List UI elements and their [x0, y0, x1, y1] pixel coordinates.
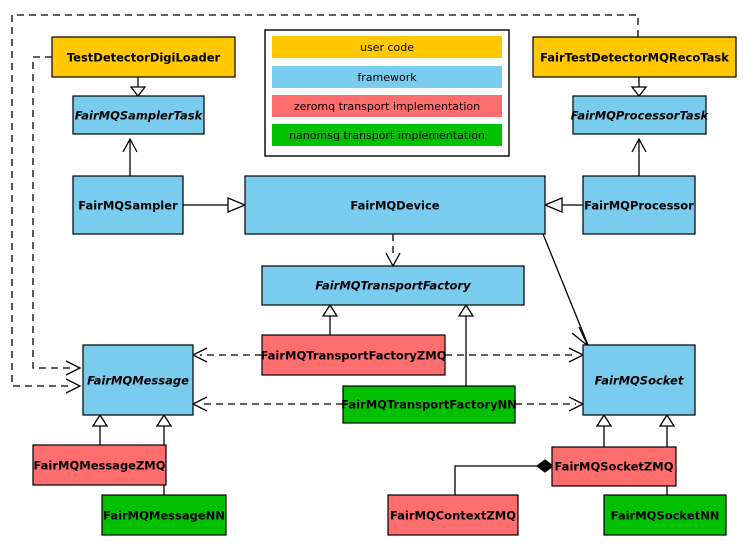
legend-item-user-code: user code	[272, 36, 502, 58]
edge-factorynn-to-socket	[515, 396, 585, 412]
node-label: FairMQMessageZMQ	[33, 459, 165, 473]
node-box	[603, 494, 727, 536]
node-label: FairMQDevice	[350, 199, 439, 213]
node-box	[101, 494, 227, 536]
node-label: FairMQSocketZMQ	[555, 460, 674, 474]
legend-item-zeromq: zeromq transport implementation	[272, 95, 502, 117]
edge-digiloader-to-samplertask	[129, 77, 147, 98]
node-label: FairMQContextZMQ	[390, 509, 516, 523]
node-fair-test-detector-mq-reco-task[interactable]: FairTestDetectorMQRecoTask	[532, 36, 737, 78]
node-fairmq-message[interactable]: FairMQMessage	[82, 344, 194, 416]
edge-processor-to-device	[543, 197, 583, 213]
edge-factoryzmq-to-message	[191, 347, 262, 363]
node-label: FairMQSocketNN	[611, 509, 720, 523]
node-box	[572, 95, 707, 135]
node-fairmq-sampler[interactable]: FairMQSampler	[72, 175, 184, 235]
edge-messagezmq-to-message	[91, 413, 109, 445]
node-fairmq-sampler-task[interactable]: FairMQSamplerTask	[72, 95, 205, 135]
node-fairmq-transport-factory[interactable]: FairMQTransportFactory	[261, 265, 525, 306]
node-fairmq-processor[interactable]: FairMQProcessor	[582, 175, 696, 235]
legend-item-nanomsg: nanomsg transport implementation	[272, 124, 502, 146]
legend: user code framework zeromq transport imp…	[264, 29, 510, 157]
node-label: FairMQProcessorTask	[571, 109, 710, 123]
node-box	[551, 446, 677, 487]
node-box	[582, 175, 696, 235]
node-label: FairTestDetectorMQRecoTask	[540, 51, 729, 65]
node-fairmq-message-nn[interactable]: FairMQMessageNN	[101, 494, 227, 536]
node-fairmq-socket-zmq[interactable]: FairMQSocketZMQ	[551, 446, 677, 487]
node-box	[261, 265, 525, 306]
node-label: FairMQTransportFactoryNN	[341, 398, 517, 412]
edge-processor-to-processortask	[631, 137, 647, 176]
edge-device-to-transportfactory	[385, 234, 401, 268]
edge-recotask-to-message	[11, 14, 639, 394]
node-label: FairMQProcessor	[584, 199, 694, 213]
node-box	[51, 36, 236, 78]
node-label: FairMQMessageNN	[103, 509, 225, 523]
edge-device-to-socket	[542, 233, 589, 347]
edge-socketzmq-to-socket	[595, 413, 613, 447]
node-label: FairMQSocket	[595, 374, 684, 388]
node-fairmq-context-zmq[interactable]: FairMQContextZMQ	[387, 494, 519, 536]
node-fairmq-processor-task[interactable]: FairMQProcessorTask	[571, 95, 710, 135]
node-fairmq-transport-factory-nn[interactable]: FairMQTransportFactoryNN	[341, 385, 517, 424]
node-box	[342, 385, 516, 424]
node-label: FairMQTransportFactory	[315, 279, 471, 293]
legend-label: nanomsg transport implementation	[289, 129, 485, 142]
legend-label: zeromq transport implementation	[294, 100, 480, 113]
node-box	[244, 175, 546, 235]
edge-factoryzmq-to-factory	[321, 303, 339, 335]
edge-contextzmq-to-socketzmq	[454, 459, 554, 495]
node-label: FairMQTransportFactoryZMQ	[260, 349, 446, 363]
node-box	[261, 334, 446, 376]
node-label: FairMQSampler	[78, 199, 178, 213]
edge-factorynn-to-factory	[457, 303, 475, 386]
edge-factorynn-to-message	[191, 396, 343, 412]
node-label: FairMQMessage	[87, 374, 189, 388]
node-fairmq-transport-factory-zmq[interactable]: FairMQTransportFactoryZMQ	[260, 334, 447, 376]
legend-label: user code	[360, 41, 414, 54]
legend-label: framework	[357, 71, 417, 84]
legend-swatch-nanomsg	[272, 124, 502, 146]
node-fairmq-message-zmq[interactable]: FairMQMessageZMQ	[32, 444, 167, 486]
node-fairmq-socket-nn[interactable]: FairMQSocketNN	[603, 494, 727, 536]
node-box	[72, 95, 205, 135]
node-label: TestDetectorDigiLoader	[67, 51, 221, 65]
legend-swatch-user-code	[272, 36, 502, 58]
node-box	[32, 444, 167, 486]
node-box	[532, 36, 737, 78]
legend-item-framework: framework	[272, 66, 502, 88]
edge-sampler-to-samplertask	[122, 137, 138, 176]
node-fairmq-socket[interactable]: FairMQSocket	[582, 344, 696, 416]
node-test-detector-digi-loader[interactable]: TestDetectorDigiLoader	[51, 36, 236, 78]
node-box	[582, 344, 696, 416]
node-box	[82, 344, 194, 416]
edge-digiloader-to-message	[32, 56, 82, 376]
node-box	[72, 175, 184, 235]
legend-swatch-zeromq	[272, 95, 502, 117]
node-fairmq-device[interactable]: FairMQDevice	[244, 175, 546, 235]
legend-swatch-framework	[272, 66, 502, 88]
edge-sampler-to-device	[183, 197, 247, 213]
node-label: FairMQSamplerTask	[75, 109, 204, 123]
node-box	[387, 494, 519, 536]
edge-recotask-to-processortask	[630, 77, 648, 98]
